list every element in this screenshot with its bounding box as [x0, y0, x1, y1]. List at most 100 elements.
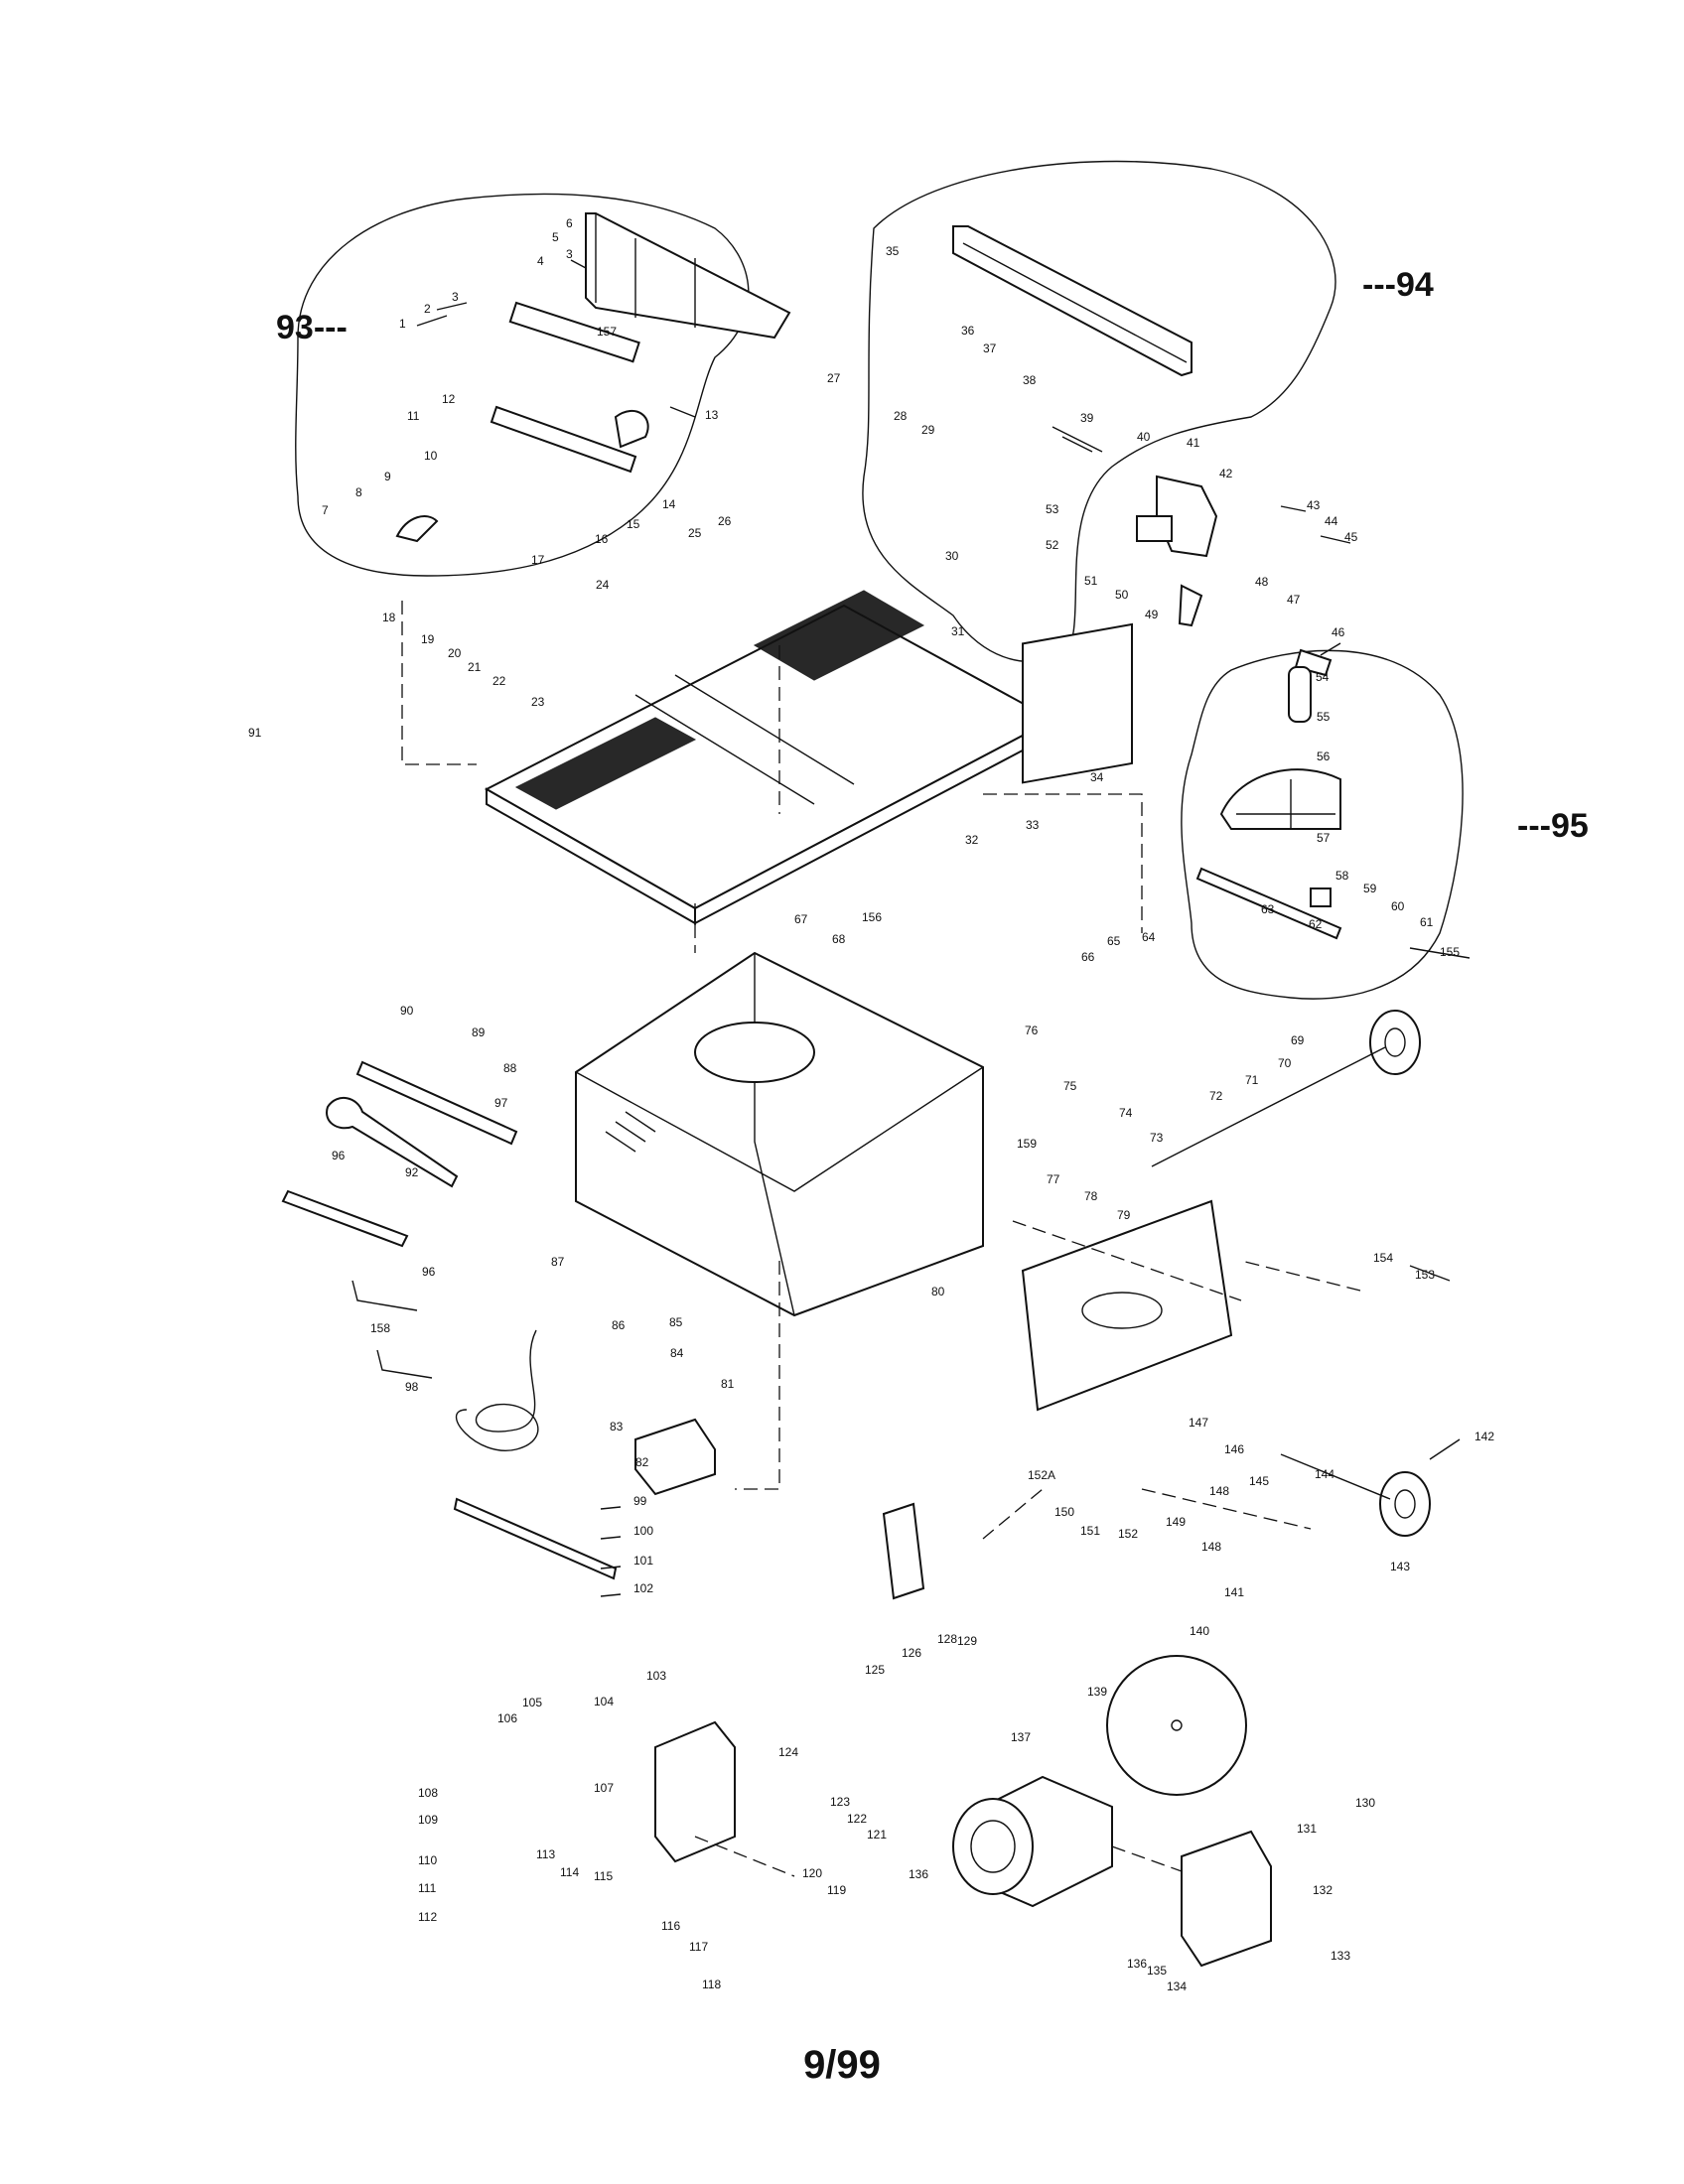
- callout-label: 117: [689, 1940, 708, 1954]
- motor-mount-bracket: [1181, 1830, 1272, 1968]
- callout-label: 4: [537, 254, 544, 268]
- callout-label: 101: [633, 1554, 653, 1568]
- callout-label: 31: [951, 624, 965, 638]
- callout-label: 124: [778, 1745, 798, 1759]
- callout-label: 13: [705, 408, 719, 422]
- callout-label: 78: [1084, 1189, 1098, 1203]
- callout-label: 75: [1063, 1079, 1077, 1093]
- callout-label: 48: [1255, 575, 1269, 589]
- group-93-outline: [295, 193, 750, 577]
- page-footer-code: 9/99: [803, 2043, 881, 2087]
- callout-label: 28: [894, 409, 908, 423]
- callout-label: 51: [1084, 574, 1098, 588]
- callout-label: 11: [407, 409, 420, 423]
- callout-label: 74: [1119, 1106, 1133, 1120]
- callout-label: 85: [669, 1315, 683, 1329]
- callout-label: 22: [492, 674, 506, 688]
- callout-label: 107: [594, 1781, 614, 1795]
- callout-label: 25: [688, 526, 702, 540]
- callout-label: 134: [1167, 1979, 1187, 1993]
- callout-label: 137: [1011, 1730, 1031, 1744]
- callout-label: 157: [597, 325, 617, 339]
- callout-label: 105: [522, 1696, 542, 1709]
- callout-label: 136: [1127, 1957, 1147, 1971]
- callout-label: 73: [1150, 1131, 1164, 1145]
- callout-label: 14: [662, 497, 676, 511]
- callout-label: 121: [867, 1828, 887, 1842]
- callout-label: 89: [472, 1025, 486, 1039]
- callout-label: 65: [1107, 934, 1121, 948]
- callout-label: 120: [802, 1866, 822, 1880]
- callout-label: 16: [595, 532, 609, 546]
- callout-label: 20: [448, 646, 462, 660]
- callout-label: 139: [1087, 1685, 1107, 1699]
- callout-label: 83: [610, 1420, 624, 1433]
- callout-label: 141: [1224, 1585, 1244, 1599]
- callout-label: 131: [1297, 1822, 1317, 1836]
- callout-label: 42: [1219, 467, 1233, 480]
- callout-label: 72: [1209, 1089, 1223, 1103]
- callout-label: 76: [1025, 1024, 1039, 1037]
- callout-label: 116: [661, 1919, 680, 1933]
- callout-label: 82: [635, 1455, 649, 1469]
- callout-label: 108: [418, 1786, 438, 1800]
- callout-label: 3: [452, 290, 459, 304]
- callout-label: 46: [1332, 625, 1345, 639]
- hex-key-160: [376, 1349, 433, 1379]
- callout-label: 58: [1335, 869, 1349, 883]
- callout-label: 114: [560, 1865, 579, 1879]
- callout-label: 24: [596, 578, 610, 592]
- power-cord: [455, 1329, 539, 1452]
- callout-label: 10: [424, 449, 438, 463]
- callout-label: 79: [1117, 1208, 1131, 1222]
- callout-label: 144: [1315, 1467, 1334, 1481]
- callout-label: 97: [494, 1096, 508, 1110]
- callout-label: 43: [1307, 498, 1321, 512]
- callout-label: 104: [594, 1695, 614, 1708]
- callout-label: 133: [1331, 1949, 1350, 1963]
- callout-label: 92: [405, 1165, 419, 1179]
- group-label-95: ---95: [1517, 807, 1589, 845]
- callout-label: 87: [551, 1255, 565, 1269]
- motor: [952, 1775, 1113, 1908]
- group-94-outline: [862, 160, 1336, 663]
- tilt-handwheel: [1280, 1453, 1431, 1537]
- callout-label: 96: [332, 1149, 346, 1162]
- callout-label: 158: [370, 1321, 390, 1335]
- callout-label: 56: [1317, 750, 1331, 763]
- callout-label: 106: [497, 1711, 517, 1725]
- callout-label: 55: [1317, 710, 1331, 724]
- callout-label: 67: [794, 912, 808, 926]
- miter-gauge-assembly: [1195, 666, 1342, 940]
- callout-label: 100: [633, 1524, 653, 1538]
- callout-label: 57: [1317, 831, 1331, 845]
- callout-label: 47: [1287, 593, 1301, 607]
- callout-label: 30: [945, 549, 959, 563]
- mounting-bar: [453, 1497, 618, 1580]
- callout-label: 98: [405, 1380, 419, 1394]
- callout-label: 52: [1046, 538, 1059, 552]
- callout-label: 145: [1249, 1474, 1269, 1488]
- callout-label: 122: [847, 1812, 867, 1826]
- saw-base-housing: [575, 951, 984, 1317]
- callout-label: 29: [921, 423, 935, 437]
- callout-label: 118: [702, 1978, 721, 1991]
- callout-label: 17: [531, 553, 545, 567]
- callout-label: 9: [384, 470, 391, 483]
- callout-label: 71: [1245, 1073, 1259, 1087]
- callout-label: 91: [248, 726, 262, 740]
- callout-label: 128: [937, 1632, 957, 1646]
- callout-label: 36: [961, 324, 975, 338]
- callout-label: 88: [503, 1061, 517, 1075]
- callout-label: 149: [1166, 1515, 1186, 1529]
- callout-label: 38: [1023, 373, 1037, 387]
- callout-label: 103: [646, 1669, 666, 1683]
- callout-label: 44: [1325, 514, 1338, 528]
- blade-tilt-bracket: [1021, 1199, 1233, 1412]
- callout-label: 49: [1145, 608, 1159, 621]
- callout-label: 3: [566, 247, 573, 261]
- callout-label: 90: [400, 1004, 414, 1018]
- pivot-bracket-105: [654, 1720, 736, 1863]
- callout-label: 45: [1344, 530, 1358, 544]
